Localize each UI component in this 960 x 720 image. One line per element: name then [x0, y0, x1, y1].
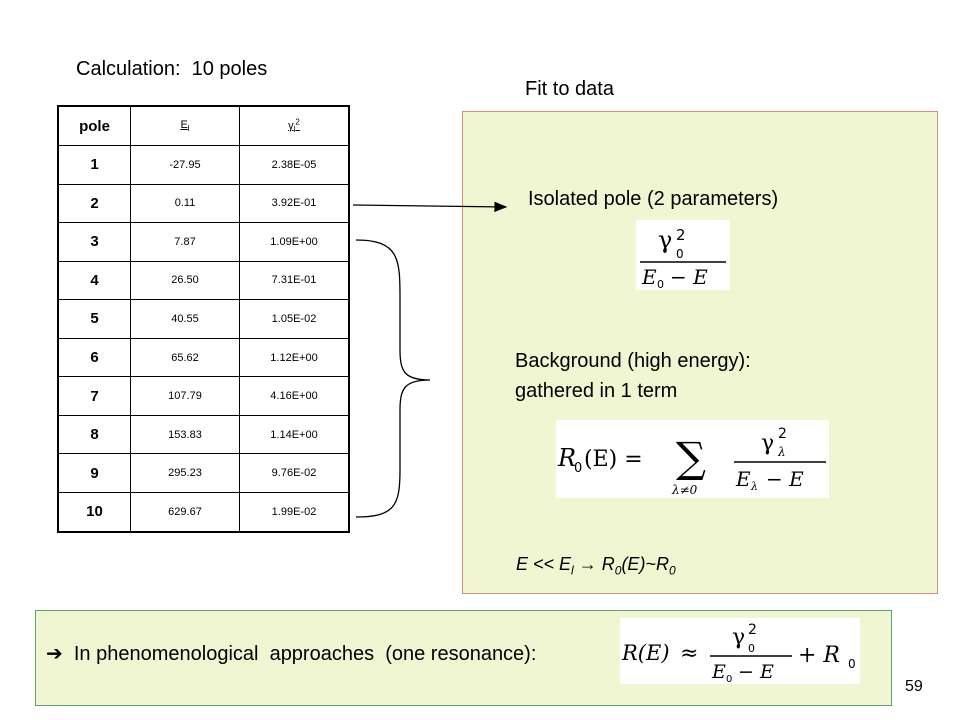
- width-cell: 1.99E-02: [239, 491, 350, 533]
- f2-gamma-sub: λ: [777, 445, 786, 459]
- f3-e0: E: [711, 661, 726, 683]
- energy-cell: 40.55: [130, 299, 240, 339]
- energy-cell: 153.83: [130, 414, 240, 455]
- slide-title: Calculation: 10 poles: [76, 58, 268, 80]
- energy-cell: 65.62: [130, 337, 240, 378]
- pole-number-cell: 7: [57, 376, 131, 416]
- isolated-pole-label: Isolated pole (2 parameters): [528, 188, 779, 210]
- pole-number-cell: 1: [57, 145, 131, 185]
- width-cell: 1.09E+00: [239, 222, 350, 262]
- f1-e0-sub: 0: [657, 278, 664, 290]
- conclusion-text: ➔ In phenomenological approaches (one re…: [46, 643, 537, 665]
- fit-to-data-label: Fit to data: [525, 78, 614, 100]
- background-line-1: Background (high energy):: [515, 350, 751, 372]
- f3-sq: 2: [748, 622, 757, 638]
- f2-r-sub: 0: [574, 461, 582, 476]
- f2-sum: ∑: [676, 433, 706, 482]
- background-line-2: gathered in 1 term: [515, 380, 678, 402]
- background-brace: [355, 239, 431, 518]
- f2-e-lambda: E: [735, 467, 751, 491]
- f3-plus-r: + R: [798, 643, 840, 668]
- energy-cell: -27.95: [130, 145, 240, 185]
- header-width: γl2: [239, 105, 350, 147]
- width-cell: 2.38E-05: [239, 145, 350, 185]
- f1-gamma: γ: [658, 226, 672, 254]
- f2-of-e: (E) =: [584, 447, 643, 472]
- f1-sq: 2: [676, 226, 686, 244]
- width-cell: 4.16E+00: [239, 376, 350, 416]
- f3-re: R(E): [621, 641, 670, 665]
- pole-to-isolated-arrow: [352, 201, 508, 213]
- f3-minus-e: − E: [738, 661, 774, 683]
- isolated-pole-formula: γ 2 0 E 0 − E: [636, 220, 730, 290]
- header-energy: El: [130, 105, 240, 147]
- energy-cell: 0.11: [130, 183, 240, 224]
- pole-number-cell: 2: [57, 183, 131, 224]
- header-pole: pole: [57, 105, 131, 147]
- f3-r-sub: 0: [848, 657, 856, 671]
- f3-gamma: γ: [732, 625, 745, 650]
- page-number: 59: [905, 678, 923, 695]
- width-cell: 7.31E-01: [239, 260, 350, 301]
- f1-minus-e: − E: [670, 265, 708, 289]
- energy-cell: 26.50: [130, 260, 240, 301]
- f3-e0-sub: 0: [726, 674, 732, 684]
- f2-sum-sub: λ≠0: [671, 483, 698, 497]
- fit-panel: [462, 111, 938, 594]
- energy-cell: 629.67: [130, 491, 240, 533]
- width-cell: 3.92E-01: [239, 183, 350, 224]
- background-label: Background (high energy): gathered in 1 …: [515, 346, 751, 406]
- width-cell: 1.05E-02: [239, 299, 350, 339]
- f1-sub0: 0: [676, 247, 684, 261]
- f3-sub0: 0: [748, 642, 755, 655]
- f1-e0: E: [641, 265, 657, 289]
- arrow-icon: →: [578, 554, 597, 574]
- energy-cell: 107.79: [130, 376, 240, 416]
- f2-minus-e: − E: [766, 467, 804, 491]
- background-formula: R 0 (E) = ∑ λ≠0 γ 2 λ E λ − E: [556, 420, 829, 498]
- table-header-row: pole El γl2: [57, 105, 350, 147]
- f2-gamma: γ: [761, 431, 774, 456]
- phenomenological-formula: R(E) ≈ γ 2 0 E 0 − E + R 0: [620, 618, 860, 684]
- pole-number-cell: 3: [57, 222, 131, 262]
- pole-number-cell: 4: [57, 260, 131, 301]
- low-energy-approximation: E << El → R0(E)~R0: [516, 554, 676, 578]
- f2-e-lambda-sub: λ: [750, 480, 758, 493]
- pole-number-cell: 10: [57, 491, 131, 533]
- f2-r: R: [557, 444, 576, 472]
- f2-sq: 2: [778, 426, 787, 442]
- f3-approx: ≈: [680, 641, 698, 666]
- energy-cell: 7.87: [130, 222, 240, 262]
